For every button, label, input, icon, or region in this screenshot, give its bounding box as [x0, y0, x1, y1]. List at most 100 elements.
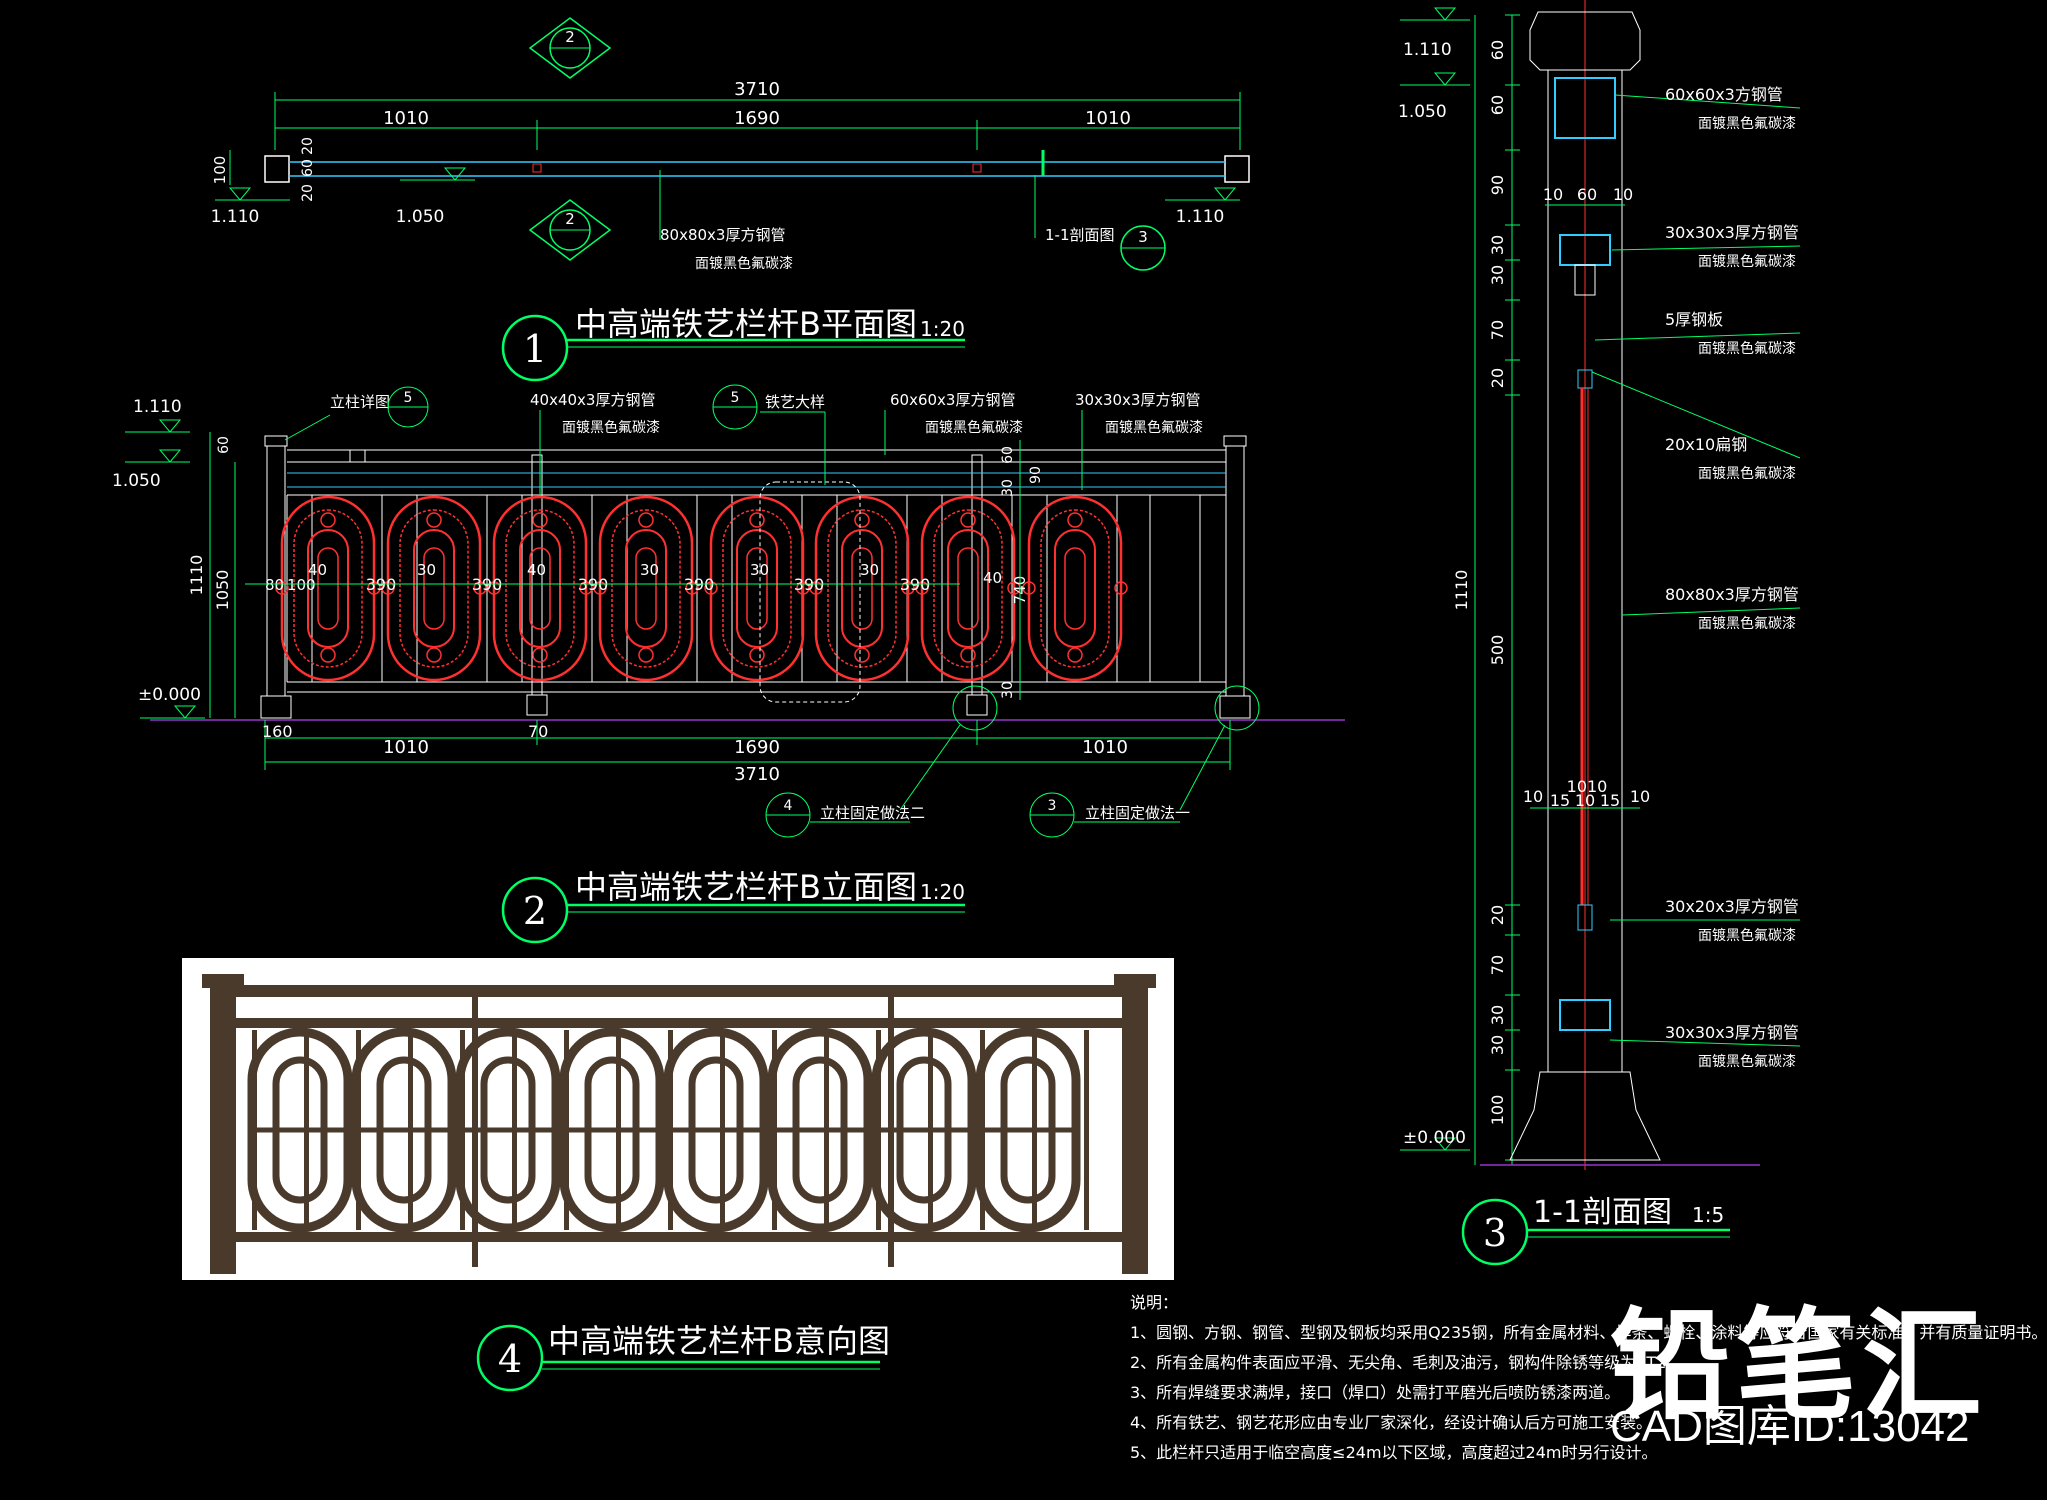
fix2-num: 4 [784, 798, 793, 814]
sec-w60: 60 [1577, 185, 1597, 204]
watermark-logo: 铅笔汇 [1610, 1297, 1988, 1436]
elev-h80: 80 [265, 576, 284, 594]
sec-d30a: 30 [1488, 235, 1507, 255]
sec-w10a: 10 [1543, 185, 1563, 204]
sec-label-1: 60x60x3方钢管 [1665, 85, 1783, 104]
section-callout-top: 2 [528, 17, 612, 79]
elev-level-mid: 1.050 [112, 471, 161, 491]
plan-view: 2 3710 1010 1690 1010 100 20 60 20 1.110… [211, 17, 1250, 382]
label-post-detail: 立柱详图 [330, 393, 390, 411]
sec-coat-3: 面镀黑色氟碳漆 [1698, 340, 1796, 357]
dim-h20a: 20 [300, 137, 316, 155]
label-iron: 铁艺大样 [765, 393, 825, 411]
fix1-num: 3 [1048, 798, 1057, 814]
render-railing [202, 974, 1156, 1274]
elev-v30: 30 [1000, 479, 1016, 497]
section-view: 1.110 1.050 ±0.000 606090303070205002070… [1398, 0, 1801, 1266]
elev-b160: 160 [262, 722, 293, 741]
top-rail-tube [1554, 77, 1616, 139]
sec-coat-7: 面镀黑色氟碳漆 [1698, 1053, 1796, 1070]
level-right: 1.110 [1176, 207, 1225, 227]
sec-label-6: 30x20x3厚方钢管 [1665, 897, 1799, 916]
sec-d20b: 20 [1488, 905, 1507, 925]
sec-b10c: 10 [1630, 787, 1650, 806]
level-mid: 1.050 [396, 207, 445, 227]
sec-w10b: 10 [1613, 185, 1633, 204]
label-coat-2: 面镀黑色氟碳漆 [925, 419, 1023, 436]
detail-highlight [759, 481, 861, 703]
label-tube60: 60x60x3厚方钢管 [890, 391, 1015, 409]
sec-label-7: 30x30x3厚方钢管 [1665, 1023, 1799, 1042]
sec-d30d: 30 [1488, 1035, 1507, 1055]
ornament-4 [593, 495, 699, 682]
dim-h20b: 20 [300, 184, 316, 202]
elev-h30-c: 30 [750, 561, 769, 579]
plan-section-num: 3 [1138, 228, 1148, 246]
ornament-2 [381, 495, 487, 682]
label-post-detail-num: 5 [404, 390, 413, 406]
sec-title-num: 3 [1483, 1211, 1507, 1255]
elev-h30-b: 30 [640, 561, 659, 579]
section-labels: 60x60x3方钢管面镀黑色氟碳漆30x30x3厚方钢管面镀黑色氟碳漆5厚钢板面… [1591, 85, 1801, 1070]
notes-head: 说明： [1130, 1293, 1179, 1312]
ornament-8 [1022, 495, 1128, 682]
sec-level-zero: ±0.000 [1403, 1128, 1466, 1148]
ornament-row [275, 495, 1201, 682]
dim-seg3: 1010 [1085, 108, 1131, 129]
render-title-num: 4 [498, 1337, 522, 1381]
elev-h30-a: 30 [417, 561, 436, 579]
fix1-label: 立柱固定做法一 [1085, 804, 1190, 822]
sec-b15b: 15 [1600, 791, 1620, 810]
note-1: 1、圆钢、方钢、钢管、型钢及钢板均采用Q235钢，所有金属材料、焊条、螺栓、涂料… [1130, 1323, 2047, 1342]
plan-title-num: 1 [523, 327, 547, 371]
section-callout-bottom: 2 [528, 199, 612, 261]
note-2: 2、所有金属构件表面应平滑、无尖角、毛刺及油污，钢构件除锈等级为ST2。 [1130, 1353, 1683, 1372]
elev-b1010a: 1010 [383, 737, 429, 758]
sec-coat-6: 面镀黑色氟碳漆 [1698, 927, 1796, 944]
sec-d60b: 60 [1488, 95, 1507, 115]
post-cap [1529, 11, 1641, 71]
elev-level-zero: ±0.000 [138, 685, 201, 705]
sec-d70b: 70 [1488, 955, 1507, 975]
sec-b15a: 15 [1550, 791, 1570, 810]
elev-v60-b: 60 [1000, 446, 1016, 464]
sec-level-mid: 1.050 [1398, 102, 1447, 122]
elev-h30-d: 30 [860, 561, 879, 579]
level-left: 1.110 [211, 207, 260, 227]
elev-v60: 60 [216, 436, 232, 454]
elev-title: 中高端铁艺栏杆B立面图 [575, 868, 917, 906]
sec-b1010: 1010 [1567, 777, 1608, 796]
plan-title: 中高端铁艺栏杆B平面图 [575, 305, 917, 343]
plan-section-label: 1-1剖面图 [1045, 226, 1115, 244]
note-4: 4、所有铁艺、钢艺花形应由专业厂家深化，经设计确认后方可施工安装。 [1130, 1413, 1653, 1432]
post-base [1509, 1071, 1661, 1161]
elev-v30b: 30 [1000, 681, 1016, 699]
render-view: 4 中高端铁艺栏杆B意向图 [182, 958, 1174, 1392]
callout-num: 2 [565, 28, 575, 46]
label-coat-1: 面镀黑色氟碳漆 [562, 419, 660, 436]
sec-d70a: 70 [1488, 320, 1507, 340]
sec-d20a: 20 [1488, 368, 1507, 388]
sec-coat-2: 面镀黑色氟碳漆 [1698, 253, 1796, 270]
post-end-right [1219, 435, 1251, 719]
cad-drawing: 2 3710 1010 1690 1010 100 20 60 20 1.110… [112, 0, 1801, 1392]
label-tube40: 40x40x3厚方钢管 [530, 391, 655, 409]
ornament-1 [275, 495, 381, 682]
elev-b1690: 1690 [734, 737, 780, 758]
sec-label-3: 5厚钢板 [1665, 310, 1723, 329]
dim-total: 3710 [734, 79, 780, 100]
sec-d60a: 60 [1488, 40, 1507, 60]
elev-b1010b: 1010 [1082, 737, 1128, 758]
elev-b70: 70 [528, 722, 548, 741]
post-right [1224, 155, 1250, 183]
elev-v1110: 1110 [187, 555, 206, 596]
label-tube30: 30x30x3厚方钢管 [1075, 391, 1200, 409]
watermark-id: CAD图库ID:13042 [1610, 1402, 1970, 1451]
elev-h40: 40 [308, 561, 327, 579]
plan-tube-note: 80x80x3厚方钢管 [660, 226, 785, 244]
sec-d1110: 1110 [1452, 570, 1471, 611]
ornament-6 [809, 495, 915, 682]
sec-level-top: 1.110 [1403, 40, 1452, 60]
sec-d30c: 30 [1488, 1005, 1507, 1025]
note-5: 5、此栏杆只适用于临空高度≤24m以下区域，高度超过24m时另行设计。 [1130, 1443, 1658, 1462]
